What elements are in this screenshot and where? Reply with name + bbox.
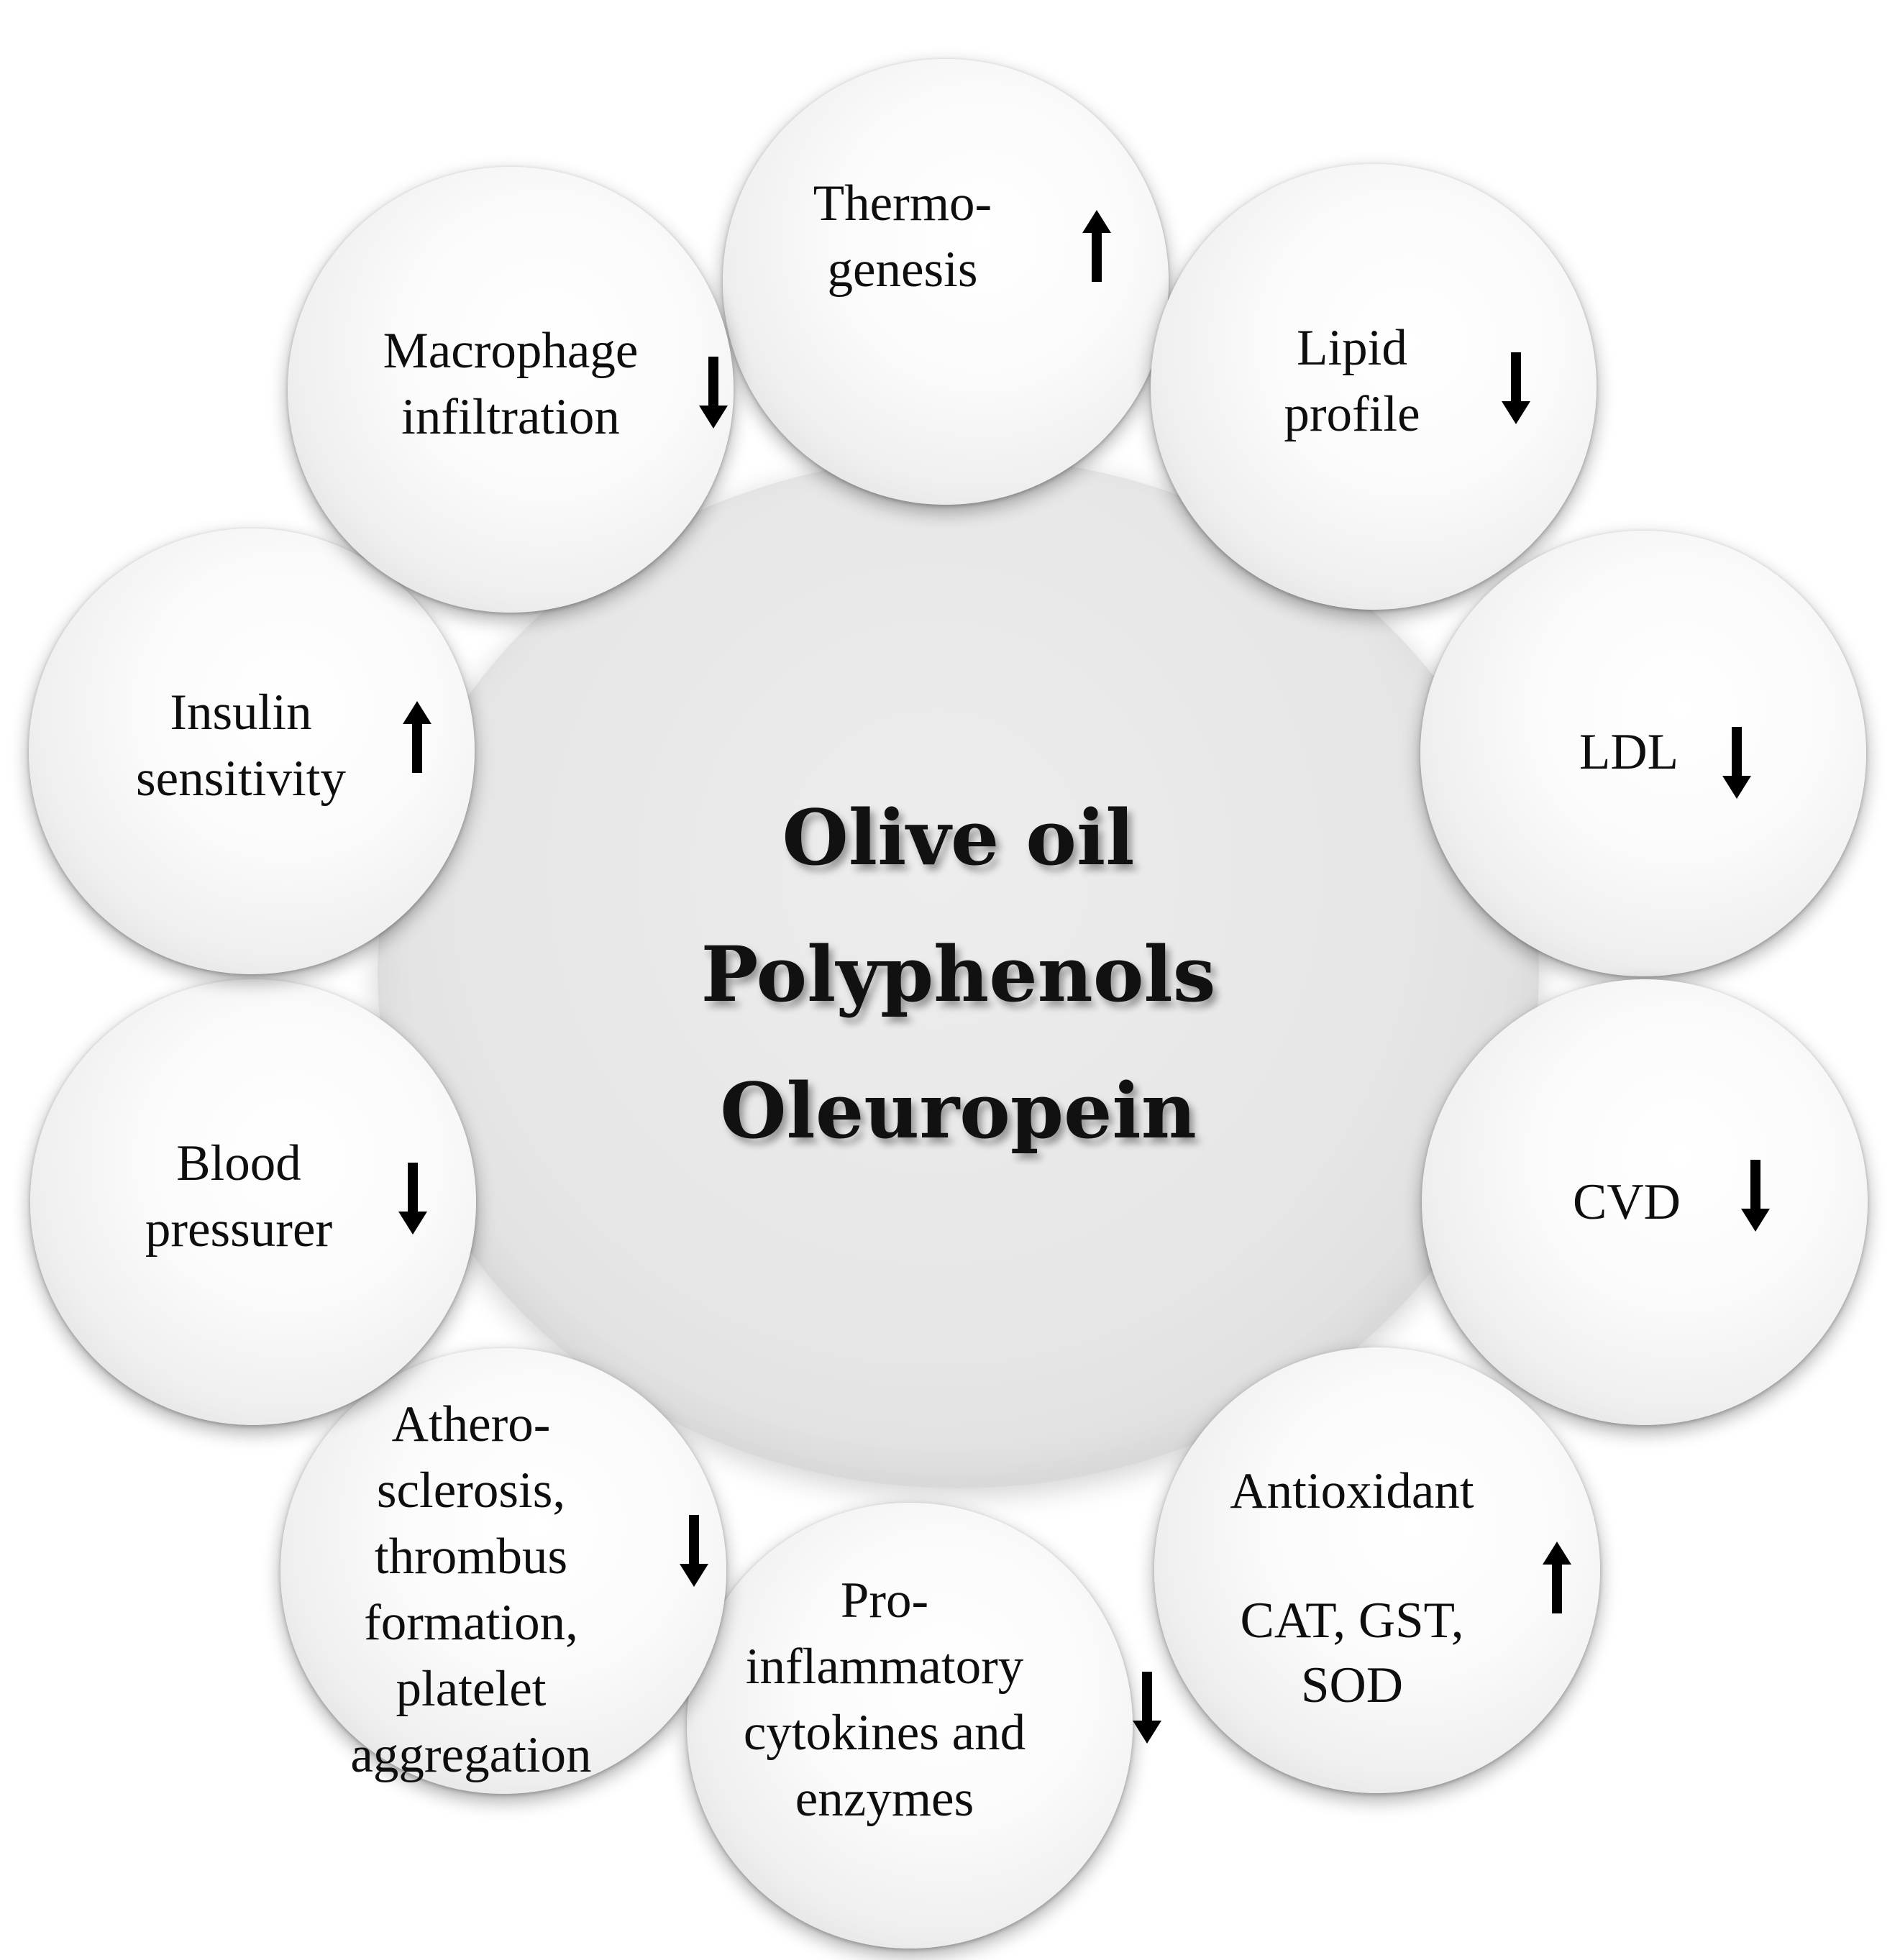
bubble-thermogenesis: Thermo- genesis bbox=[723, 59, 1169, 505]
bubble-atherosclerosis: Athero- sclerosis, thrombus formation, p… bbox=[280, 1348, 726, 1794]
bubble-antioxidant: Antioxidant CAT, GST, SOD bbox=[1154, 1347, 1600, 1793]
effect-label: Insulin sensitivity bbox=[136, 684, 346, 807]
arrow-up-icon bbox=[403, 701, 431, 773]
center-line-oleuropein: Oleuropein bbox=[720, 1066, 1197, 1155]
arrow-down-icon bbox=[1741, 1160, 1770, 1232]
bubble-insulin-sensitivity: Insulin sensitivity bbox=[29, 528, 475, 974]
arrow-down-icon bbox=[1722, 727, 1751, 799]
bubble-cvd: CVD bbox=[1422, 979, 1868, 1425]
bubble-macrophage-infiltration: Macrophage infiltration bbox=[288, 167, 734, 613]
effect-label: LDL bbox=[1579, 724, 1679, 780]
effect-label: Pro- inflammatory cytokines and enzymes bbox=[743, 1572, 1026, 1827]
center-ellipse bbox=[378, 457, 1539, 1488]
effect-label: Antioxidant CAT, GST, SOD bbox=[1230, 1463, 1474, 1713]
arrow-down-icon bbox=[1502, 352, 1530, 424]
center-title: Olive oil Polyphenols Oleuropein bbox=[378, 769, 1539, 1179]
effect-label: Thermo- genesis bbox=[813, 175, 992, 298]
arrow-up-icon bbox=[1543, 1542, 1571, 1613]
arrow-down-icon bbox=[699, 357, 728, 429]
arrow-down-icon bbox=[680, 1515, 708, 1587]
effect-label: Blood pressurer bbox=[145, 1135, 333, 1258]
effect-label: Lipid profile bbox=[1284, 320, 1420, 442]
effect-label: Macrophage infiltration bbox=[383, 323, 639, 445]
arrow-down-icon bbox=[1133, 1672, 1161, 1744]
center-line-olive-oil: Olive oil bbox=[782, 792, 1135, 882]
effect-label: Athero- sclerosis, thrombus formation, p… bbox=[350, 1396, 592, 1783]
bubble-pro-inflammatory: Pro- inflammatory cytokines and enzymes bbox=[687, 1503, 1133, 1948]
arrow-down-icon bbox=[398, 1163, 427, 1235]
bubble-lipid-profile: Lipid profile bbox=[1151, 164, 1597, 610]
bubble-ldl: LDL bbox=[1420, 531, 1866, 976]
arrow-up-icon bbox=[1082, 210, 1111, 282]
center-line-polyphenols: Polyphenols bbox=[700, 929, 1216, 1019]
effect-label: CVD bbox=[1573, 1174, 1681, 1230]
bubble-blood-pressure: Blood pressurer bbox=[30, 979, 476, 1425]
